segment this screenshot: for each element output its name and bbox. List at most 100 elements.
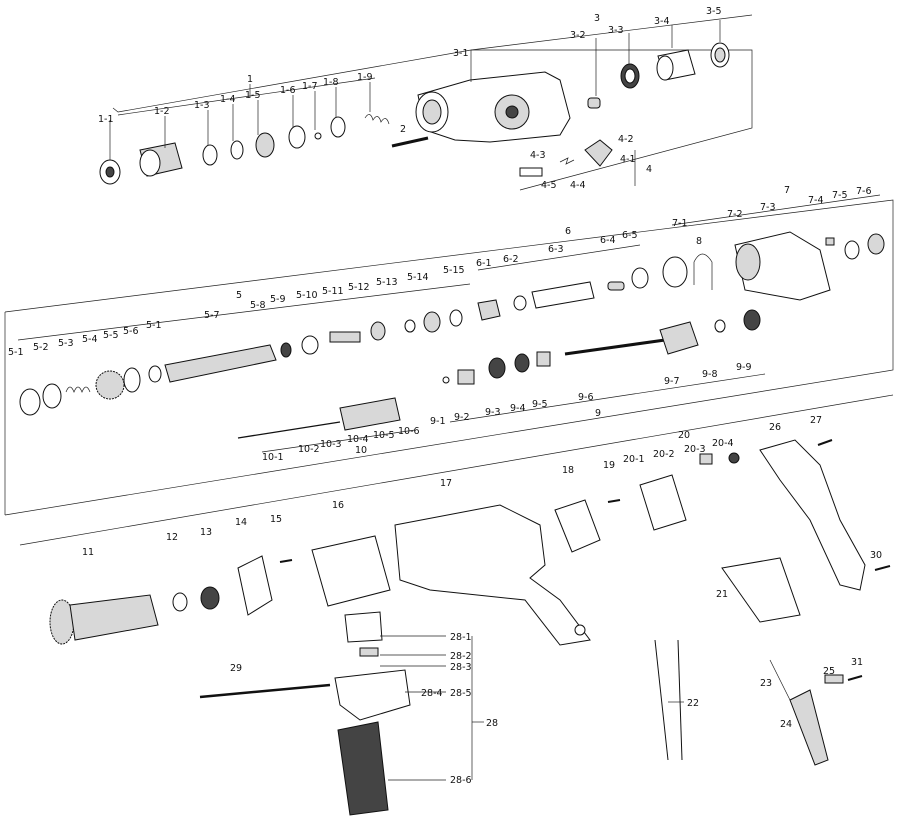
label-24: 24 bbox=[780, 719, 792, 730]
part-8-clip bbox=[693, 253, 713, 290]
label-4: 4 bbox=[646, 164, 652, 175]
part-3-2 bbox=[587, 97, 601, 109]
label-19: 19 bbox=[603, 460, 615, 471]
part-1-4 bbox=[230, 140, 244, 160]
label-9-7: 9-7 bbox=[664, 376, 680, 387]
label-6-3: 6-3 bbox=[548, 244, 564, 255]
label-5-1a: 5-1 bbox=[8, 347, 24, 358]
label-6: 6 bbox=[565, 226, 571, 237]
label-9-9: 9-9 bbox=[736, 362, 752, 373]
frame-group-1-3 bbox=[112, 49, 753, 191]
label-10-4: 10-4 bbox=[347, 434, 369, 445]
label-1-1: 1-1 bbox=[98, 114, 114, 125]
part-25 bbox=[824, 674, 844, 684]
part-1-9-spring bbox=[364, 114, 390, 125]
part-6-5 bbox=[631, 267, 649, 289]
group-26-handle bbox=[759, 439, 891, 591]
group-6-piston bbox=[477, 244, 649, 321]
part-20-4 bbox=[728, 452, 740, 464]
label-9-5: 9-5 bbox=[532, 399, 548, 410]
label-1-6: 1-6 bbox=[280, 85, 296, 96]
label-5-8: 5-8 bbox=[250, 300, 266, 311]
frame-group-5-9 bbox=[4, 199, 894, 516]
label-8: 8 bbox=[696, 236, 702, 247]
label-13: 13 bbox=[200, 527, 212, 538]
labels: 1 1-1 1-2 1-3 1-4 1-5 1-6 1-7 1-8 1-9 2 … bbox=[8, 6, 882, 786]
label-9-6: 9-6 bbox=[578, 392, 594, 403]
label-31: 31 bbox=[851, 657, 863, 668]
part-5-1a bbox=[19, 388, 41, 416]
label-1: 1 bbox=[247, 74, 253, 85]
part-31 bbox=[847, 675, 863, 681]
label-1-3: 1-3 bbox=[194, 100, 210, 111]
label-4-2: 4-2 bbox=[618, 134, 634, 145]
frame-lines bbox=[4, 49, 894, 546]
part-9-9 bbox=[743, 309, 761, 331]
label-28-1: 28-1 bbox=[450, 632, 472, 643]
part-9-6-shaft bbox=[564, 338, 666, 356]
label-5-2: 5-2 bbox=[33, 342, 49, 353]
label-7-5: 7-5 bbox=[832, 190, 848, 201]
part-30 bbox=[874, 565, 891, 571]
group-7-crank-housing bbox=[662, 194, 885, 301]
label-9-4: 9-4 bbox=[510, 403, 526, 414]
label-20-1: 20-1 bbox=[623, 454, 645, 465]
label-9: 9 bbox=[595, 408, 601, 419]
leader-bar-7 bbox=[671, 194, 881, 226]
part-5-9 bbox=[301, 335, 319, 355]
part-27 bbox=[817, 439, 833, 446]
part-5-2 bbox=[42, 383, 62, 409]
label-3-2: 3-2 bbox=[570, 30, 586, 41]
part-3-1-housing bbox=[417, 71, 571, 143]
label-22: 22 bbox=[687, 698, 699, 709]
part-3-5-inner bbox=[714, 47, 726, 63]
part-24-sleeve bbox=[789, 689, 829, 766]
label-3-5: 3-5 bbox=[706, 6, 722, 17]
label-20: 20 bbox=[678, 430, 690, 441]
label-9-8: 9-8 bbox=[702, 369, 718, 380]
label-9-3: 9-3 bbox=[485, 407, 501, 418]
part-5-4-gear bbox=[95, 370, 125, 400]
label-21: 21 bbox=[716, 589, 728, 600]
part-1-3 bbox=[202, 144, 218, 166]
label-26: 26 bbox=[769, 422, 781, 433]
part-23-cable bbox=[769, 659, 791, 701]
part-1-7 bbox=[314, 132, 322, 140]
label-20-3: 20-3 bbox=[684, 444, 706, 455]
part-3-4-face bbox=[656, 55, 674, 81]
group-5-spindle bbox=[17, 283, 471, 416]
group-28-side-handle bbox=[199, 611, 411, 816]
part-1-5 bbox=[255, 132, 275, 158]
label-10-2: 10-2 bbox=[298, 444, 320, 455]
label-1-2: 1-2 bbox=[154, 106, 170, 117]
part-7-4 bbox=[825, 237, 835, 246]
label-4-4: 4-4 bbox=[570, 180, 586, 191]
part-21-switch bbox=[721, 557, 801, 623]
part-4-1 bbox=[584, 139, 613, 167]
part-5-7-spindle bbox=[164, 344, 277, 383]
label-10: 10 bbox=[355, 445, 367, 456]
label-20-2: 20-2 bbox=[653, 449, 675, 460]
part-11-armature bbox=[69, 594, 159, 641]
label-1-9: 1-9 bbox=[357, 72, 373, 83]
part-17-housing bbox=[394, 504, 591, 646]
part-1-1-hole bbox=[105, 166, 115, 178]
label-5-4: 5-4 bbox=[82, 334, 98, 345]
part-28-4-clamp bbox=[334, 669, 411, 721]
part-13 bbox=[200, 586, 220, 610]
label-28-6: 28-6 bbox=[450, 775, 472, 786]
group-4-switch bbox=[519, 139, 636, 186]
part-9-2 bbox=[457, 369, 475, 385]
label-2: 2 bbox=[400, 124, 406, 135]
label-10-6: 10-6 bbox=[398, 426, 420, 437]
part-17-screw bbox=[574, 624, 586, 636]
part-10-3-block bbox=[339, 397, 401, 431]
part-16-stator bbox=[311, 535, 391, 607]
label-12: 12 bbox=[166, 532, 178, 543]
part-5-8 bbox=[280, 342, 292, 358]
label-7-1: 7-1 bbox=[672, 218, 688, 229]
label-5-10: 5-10 bbox=[296, 290, 318, 301]
part-5-12 bbox=[370, 321, 386, 341]
part-26-handle bbox=[759, 439, 866, 591]
